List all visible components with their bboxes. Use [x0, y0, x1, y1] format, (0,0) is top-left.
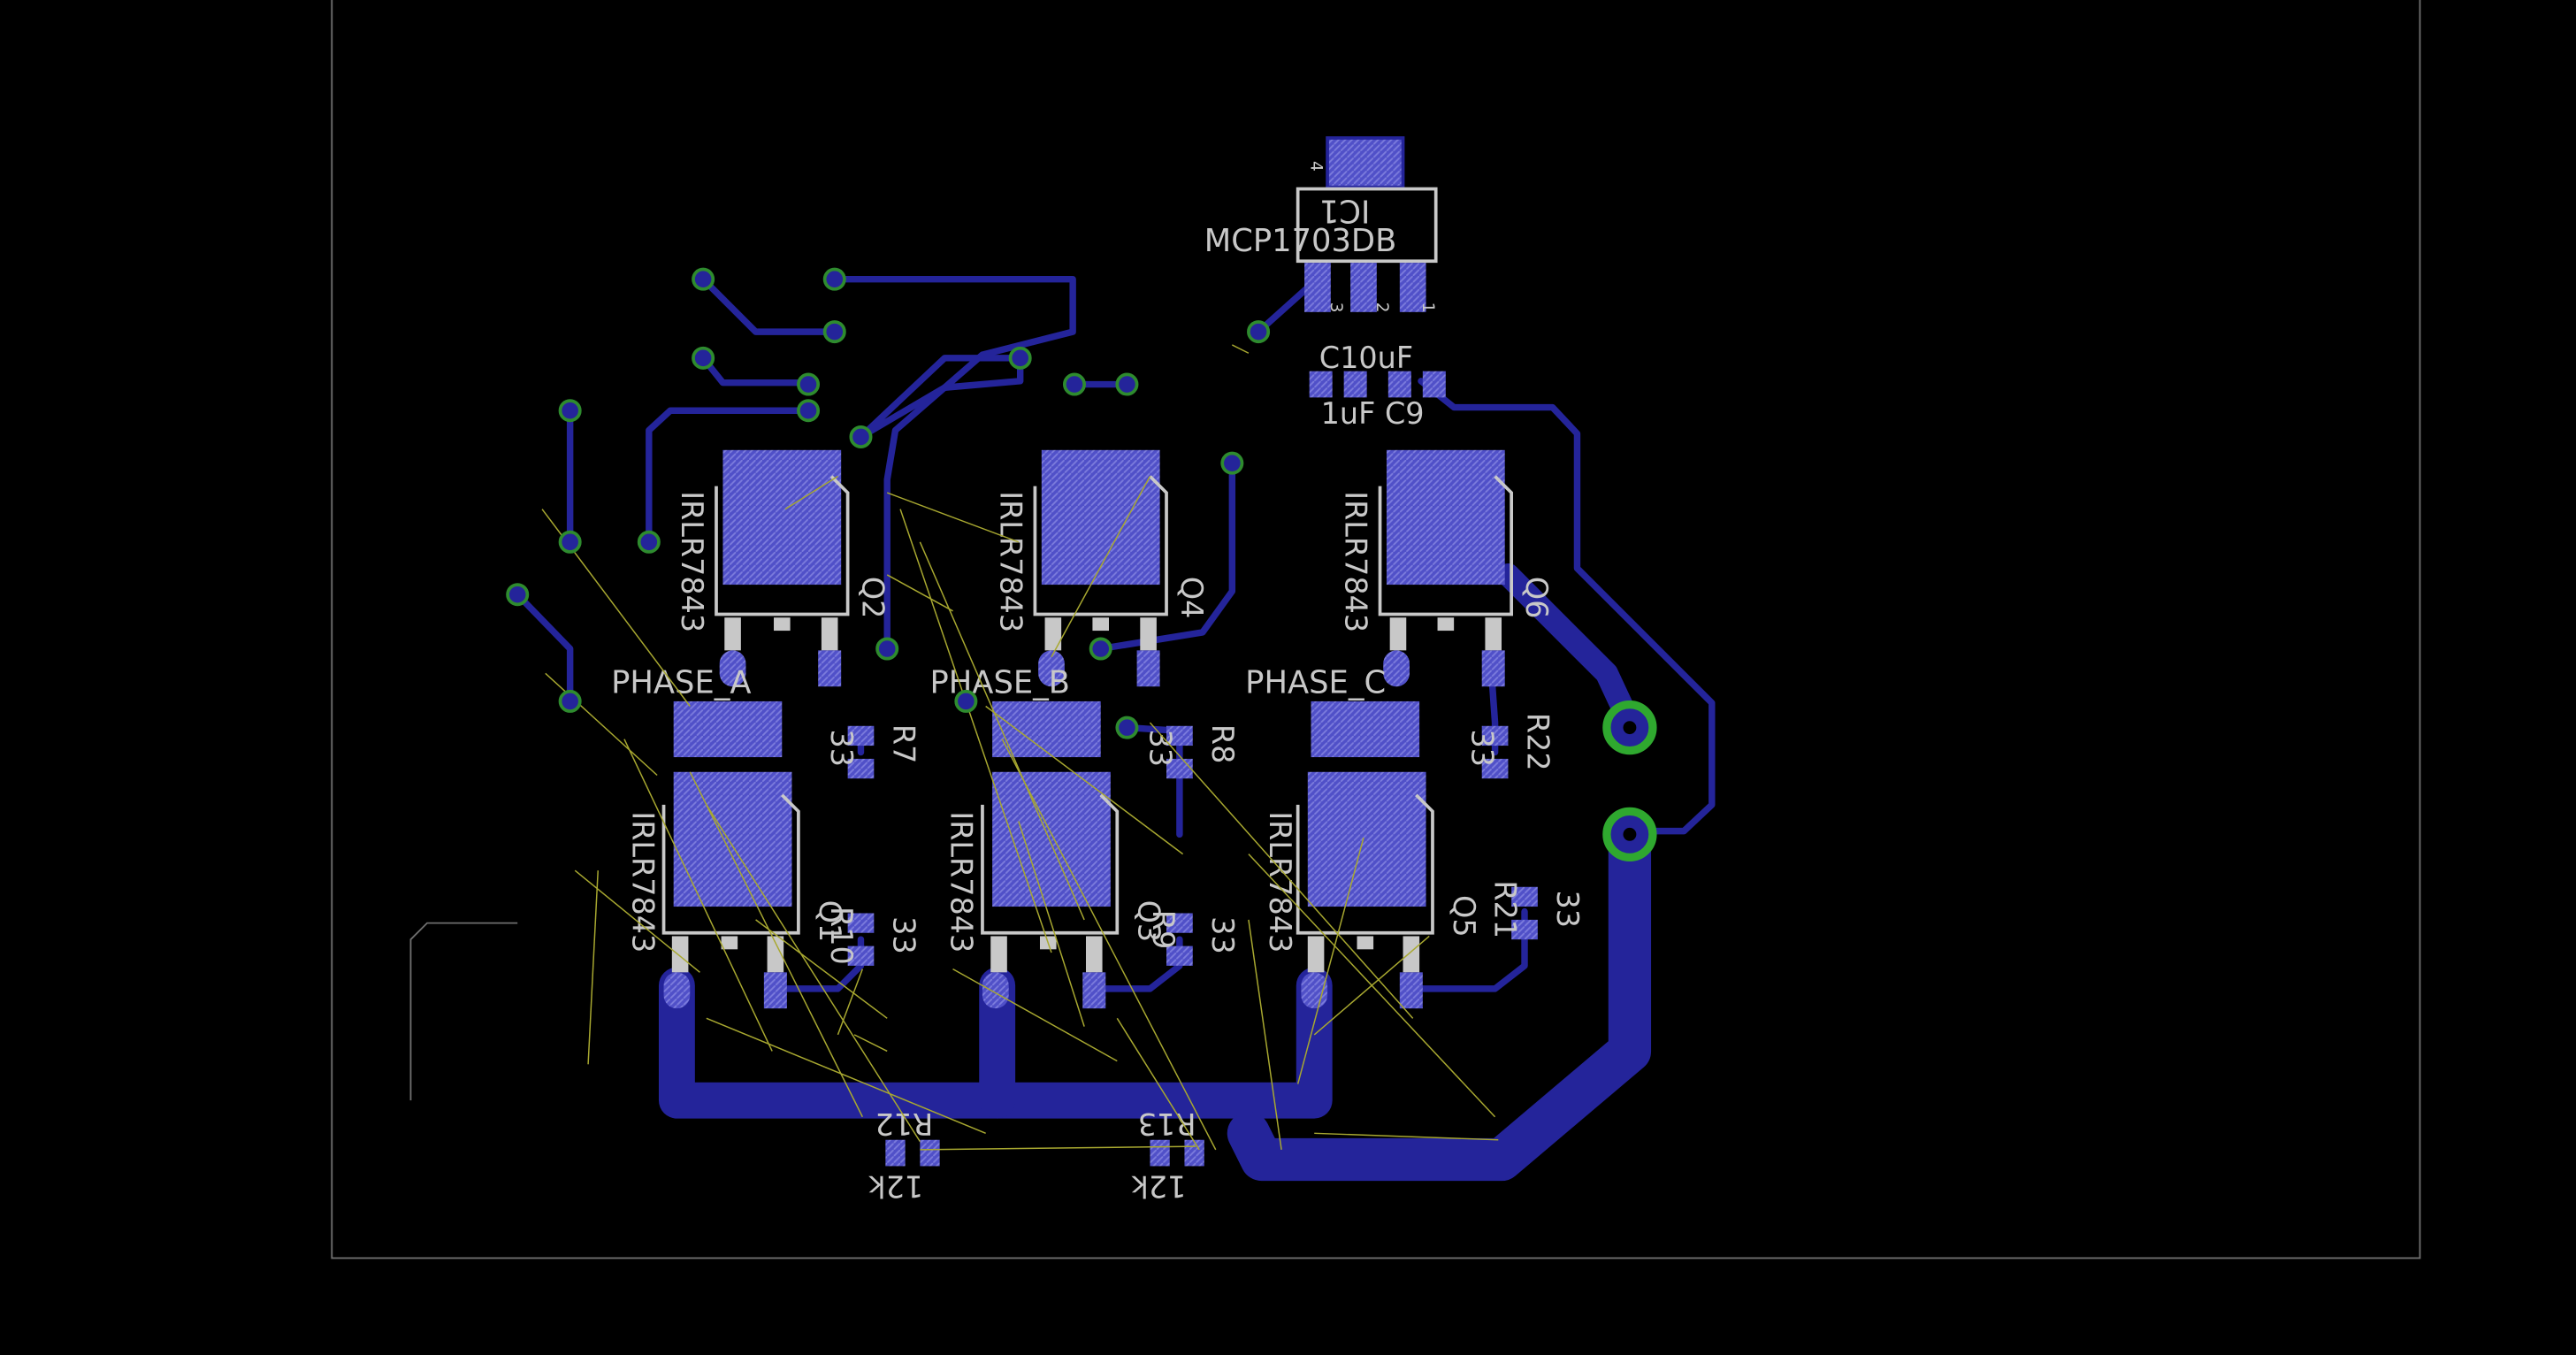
resistor-r12[interactable]: R12 12k: [868, 1106, 940, 1204]
board-outline: [331, 0, 2421, 1259]
r13-label: R13: [1138, 1106, 1196, 1141]
mosfet-q2[interactable]: IRLR7843 Q2: [675, 449, 890, 687]
q2-ref-label: Q2: [855, 577, 890, 619]
resistor-r21[interactable]: R21 33: [1488, 880, 1586, 940]
mosfet-q5[interactable]: IRLR7843 Q5: [1263, 700, 1481, 1009]
r9-value-label: 33: [1205, 916, 1240, 954]
mosfet-q3[interactable]: IRLR7843 Q3: [944, 700, 1166, 1009]
dimension-line: [409, 922, 518, 1101]
phase-b-label: PHASE_B: [930, 665, 1071, 701]
q5-ref-label: Q5: [1447, 895, 1481, 938]
resistor-r7[interactable]: R7 33: [824, 724, 921, 779]
q6-ref-label: Q6: [1519, 577, 1554, 619]
power-connector-pads[interactable]: [1602, 700, 1657, 861]
resistor-r9[interactable]: R9 33: [1146, 910, 1240, 966]
r22-value-label: 33: [1465, 729, 1500, 767]
resistor-r10[interactable]: R10 33: [824, 907, 921, 966]
q1-ref-label: Q1: [813, 900, 847, 943]
r12-label: R12: [875, 1106, 933, 1141]
r21-label: R21: [1488, 880, 1523, 938]
r21-value-label: 33: [1550, 890, 1585, 928]
r10-label: R10: [824, 907, 859, 965]
ic1-name-label: IC1: [1319, 193, 1371, 229]
resistor-r13[interactable]: R13 12k: [1131, 1106, 1204, 1204]
resistor-r22[interactable]: R22 33: [1465, 713, 1556, 779]
r8-label: R8: [1205, 724, 1240, 763]
ic1-pin1-label: 1: [1418, 302, 1437, 313]
r8-value-label: 33: [1143, 729, 1177, 767]
c10-label: C10uF: [1319, 341, 1413, 375]
q4-value-label: IRLR7843: [993, 491, 1028, 632]
vias: [506, 267, 1271, 739]
q1-value-label: IRLR7843: [625, 811, 660, 953]
ic1-pin2-label: 2: [1372, 302, 1391, 313]
q4-ref-label: Q4: [1174, 577, 1209, 619]
r10-value-label: 33: [887, 916, 921, 954]
mosfet-q4[interactable]: IRLR7843 Q4: [993, 449, 1209, 687]
phase-a-label: PHASE_A: [611, 665, 751, 701]
r12-value-label: 12k: [868, 1169, 924, 1204]
r13-value-label: 12k: [1131, 1169, 1187, 1204]
q3-value-label: IRLR7843: [944, 811, 979, 953]
capacitor-c9[interactable]: 1uF C9: [1321, 371, 1446, 431]
ic1-value-label: MCP1703DB: [1204, 223, 1397, 259]
q6-value-label: IRLR7843: [1339, 491, 1373, 632]
r22-label: R22: [1521, 713, 1556, 771]
ic1-pin4-label: 4: [1307, 161, 1326, 172]
phase-c-label: PHASE_C: [1245, 665, 1386, 701]
q2-value-label: IRLR7843: [675, 491, 709, 632]
q3-ref-label: Q3: [1131, 900, 1166, 943]
ic1-regulator[interactable]: IC1 MCP1703DB 4 3 2 1: [1204, 136, 1438, 313]
capacitor-c10[interactable]: C10uF: [1309, 341, 1413, 398]
mosfet-q6[interactable]: IRLR7843 Q6: [1339, 449, 1554, 687]
mosfet-q1[interactable]: IRLR7843 Q1: [625, 700, 847, 1009]
r7-label: R7: [887, 724, 921, 763]
ic1-pin3-label: 3: [1326, 302, 1345, 313]
resistor-r8[interactable]: R8 33: [1143, 724, 1240, 779]
r7-value-label: 33: [824, 729, 859, 767]
r9-label: R9: [1146, 910, 1181, 949]
c9-label: 1uF C9: [1321, 396, 1425, 431]
